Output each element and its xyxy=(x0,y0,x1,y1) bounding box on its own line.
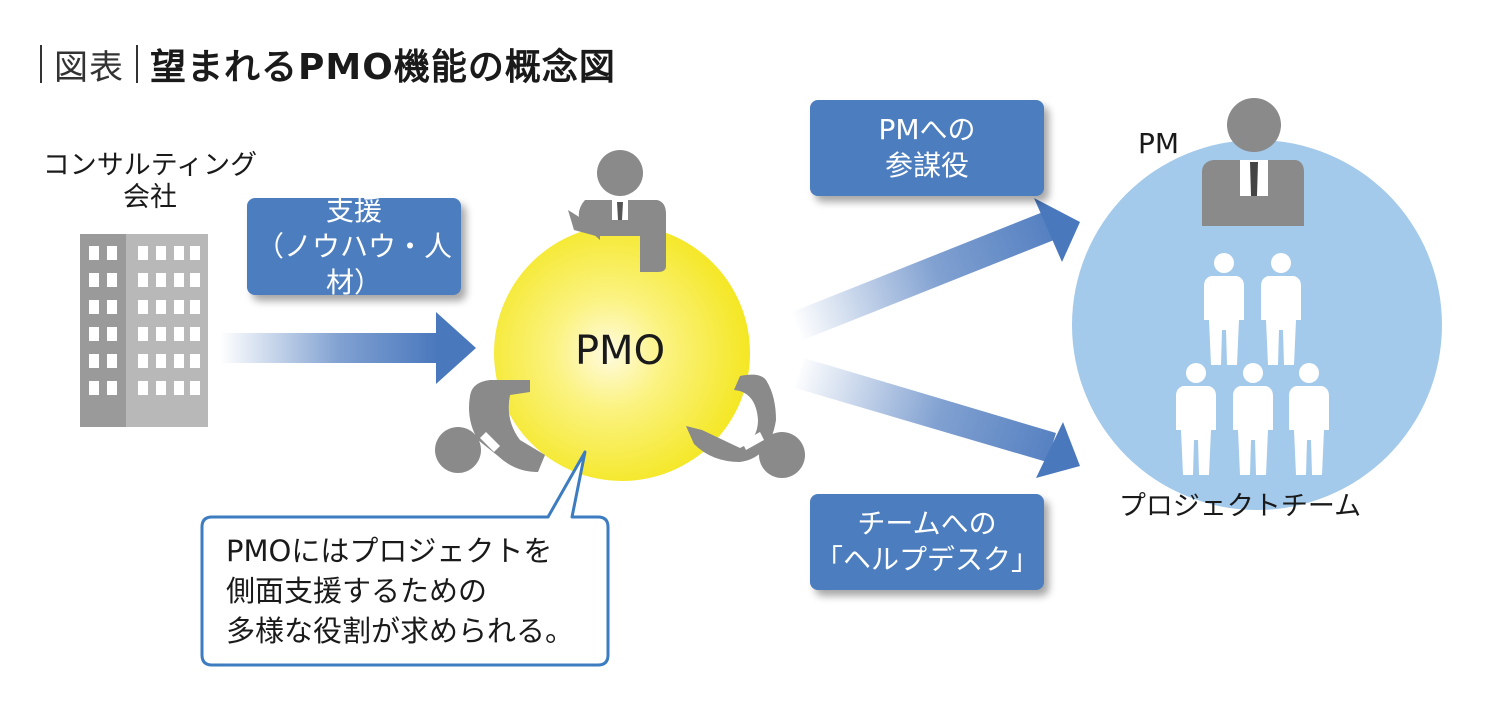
pmo-circle xyxy=(494,225,750,481)
title-divider xyxy=(40,45,42,83)
team-helpdesk-box: チームへの 「ヘルプデスク」 xyxy=(810,494,1044,590)
team-helpdesk-box-line1: チームへの xyxy=(857,507,997,540)
pm-advisor-arrow xyxy=(792,198,1080,340)
project-team-label: プロジェクトチーム xyxy=(1118,491,1362,522)
team-member-icon xyxy=(1261,253,1301,365)
pm-advisor-box: PMへの 参謀役 xyxy=(810,100,1044,196)
team-member-icon xyxy=(1233,363,1273,475)
pm-advisor-box-line2: 参謀役 xyxy=(884,149,969,182)
pm-advisor-box-line1: PMへの xyxy=(878,113,976,146)
pmo-member-top-icon xyxy=(568,150,666,272)
support-arrow xyxy=(220,312,476,384)
support-box-line2: （ノウハウ・人材） xyxy=(255,229,452,299)
team-member-icon xyxy=(1289,363,1329,475)
figure-title: 図表 望まれるPMO機能の概念図 xyxy=(40,38,616,90)
support-box-line1: 支援 xyxy=(325,193,382,227)
pmo-member-left-icon xyxy=(435,380,545,473)
title-label: 図表 xyxy=(54,47,124,88)
title-divider xyxy=(136,45,138,83)
support-box: 支援 （ノウハウ・人材） xyxy=(247,194,461,299)
team-member-icon xyxy=(1176,363,1216,475)
note-text: PMOにはプロジェクトを 側面支援するための 多様な役割が求められる。 xyxy=(202,517,608,665)
pmo-member-right-icon xyxy=(686,374,805,478)
team-helpdesk-box-line2: 「ヘルプデスク」 xyxy=(814,543,1039,576)
title-text: 望まれるPMO機能の概念図 xyxy=(150,47,616,88)
note-line3: 多様な役割が求められる。 xyxy=(226,614,575,648)
pm-label: PM xyxy=(1138,127,1180,160)
building-icon xyxy=(80,234,208,427)
pm-person-icon xyxy=(1202,98,1304,226)
note-line2: 側面支援するための xyxy=(226,574,488,608)
project-team-circle xyxy=(1072,140,1442,510)
team-members-icon xyxy=(1176,253,1329,475)
note-callout xyxy=(200,450,610,667)
note-line1: PMOにはプロジェクトを xyxy=(226,534,553,568)
company-label: コンサルティング 会社 xyxy=(40,150,260,214)
team-member-icon xyxy=(1204,253,1244,365)
pmo-label: PMO xyxy=(574,328,666,374)
team-helpdesk-arrow xyxy=(795,358,1080,478)
company-label-line2: 会社 xyxy=(123,182,177,213)
company-label-line1: コンサルティング xyxy=(42,150,258,181)
